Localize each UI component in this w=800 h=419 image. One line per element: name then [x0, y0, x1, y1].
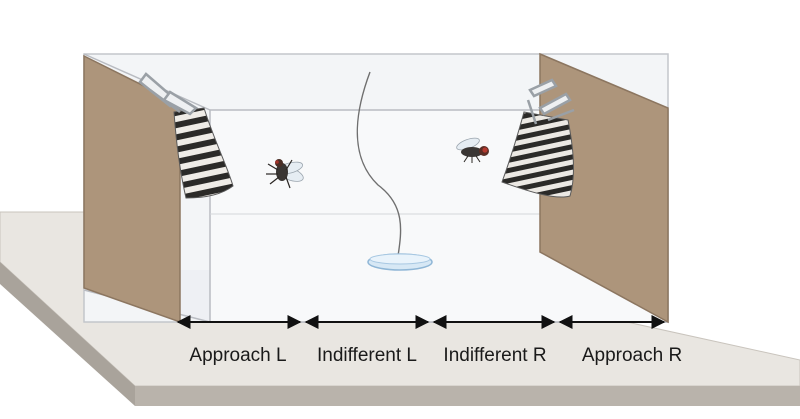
right-zebra-stimulus	[501, 78, 575, 198]
left-clip-icon	[138, 72, 199, 116]
left-zebra-stimulus	[138, 72, 234, 199]
zone-label-approach-r: Approach R	[582, 345, 682, 366]
platform-side-edge	[0, 262, 135, 406]
zone-label-approach-l: Approach L	[189, 345, 286, 366]
right-clip-icon	[526, 78, 575, 125]
petri-dish	[367, 253, 433, 271]
platform-front-edge	[135, 386, 800, 406]
fly-right-icon	[456, 137, 489, 163]
zone-label-indifferent-l: Indifferent L	[317, 345, 417, 366]
zone-labels: Approach L Indifferent L Indifferent R A…	[189, 345, 682, 366]
zone-label-indifferent-r: Indifferent R	[443, 345, 546, 366]
fly-left-icon	[266, 159, 304, 189]
hanging-thread	[356, 71, 402, 257]
